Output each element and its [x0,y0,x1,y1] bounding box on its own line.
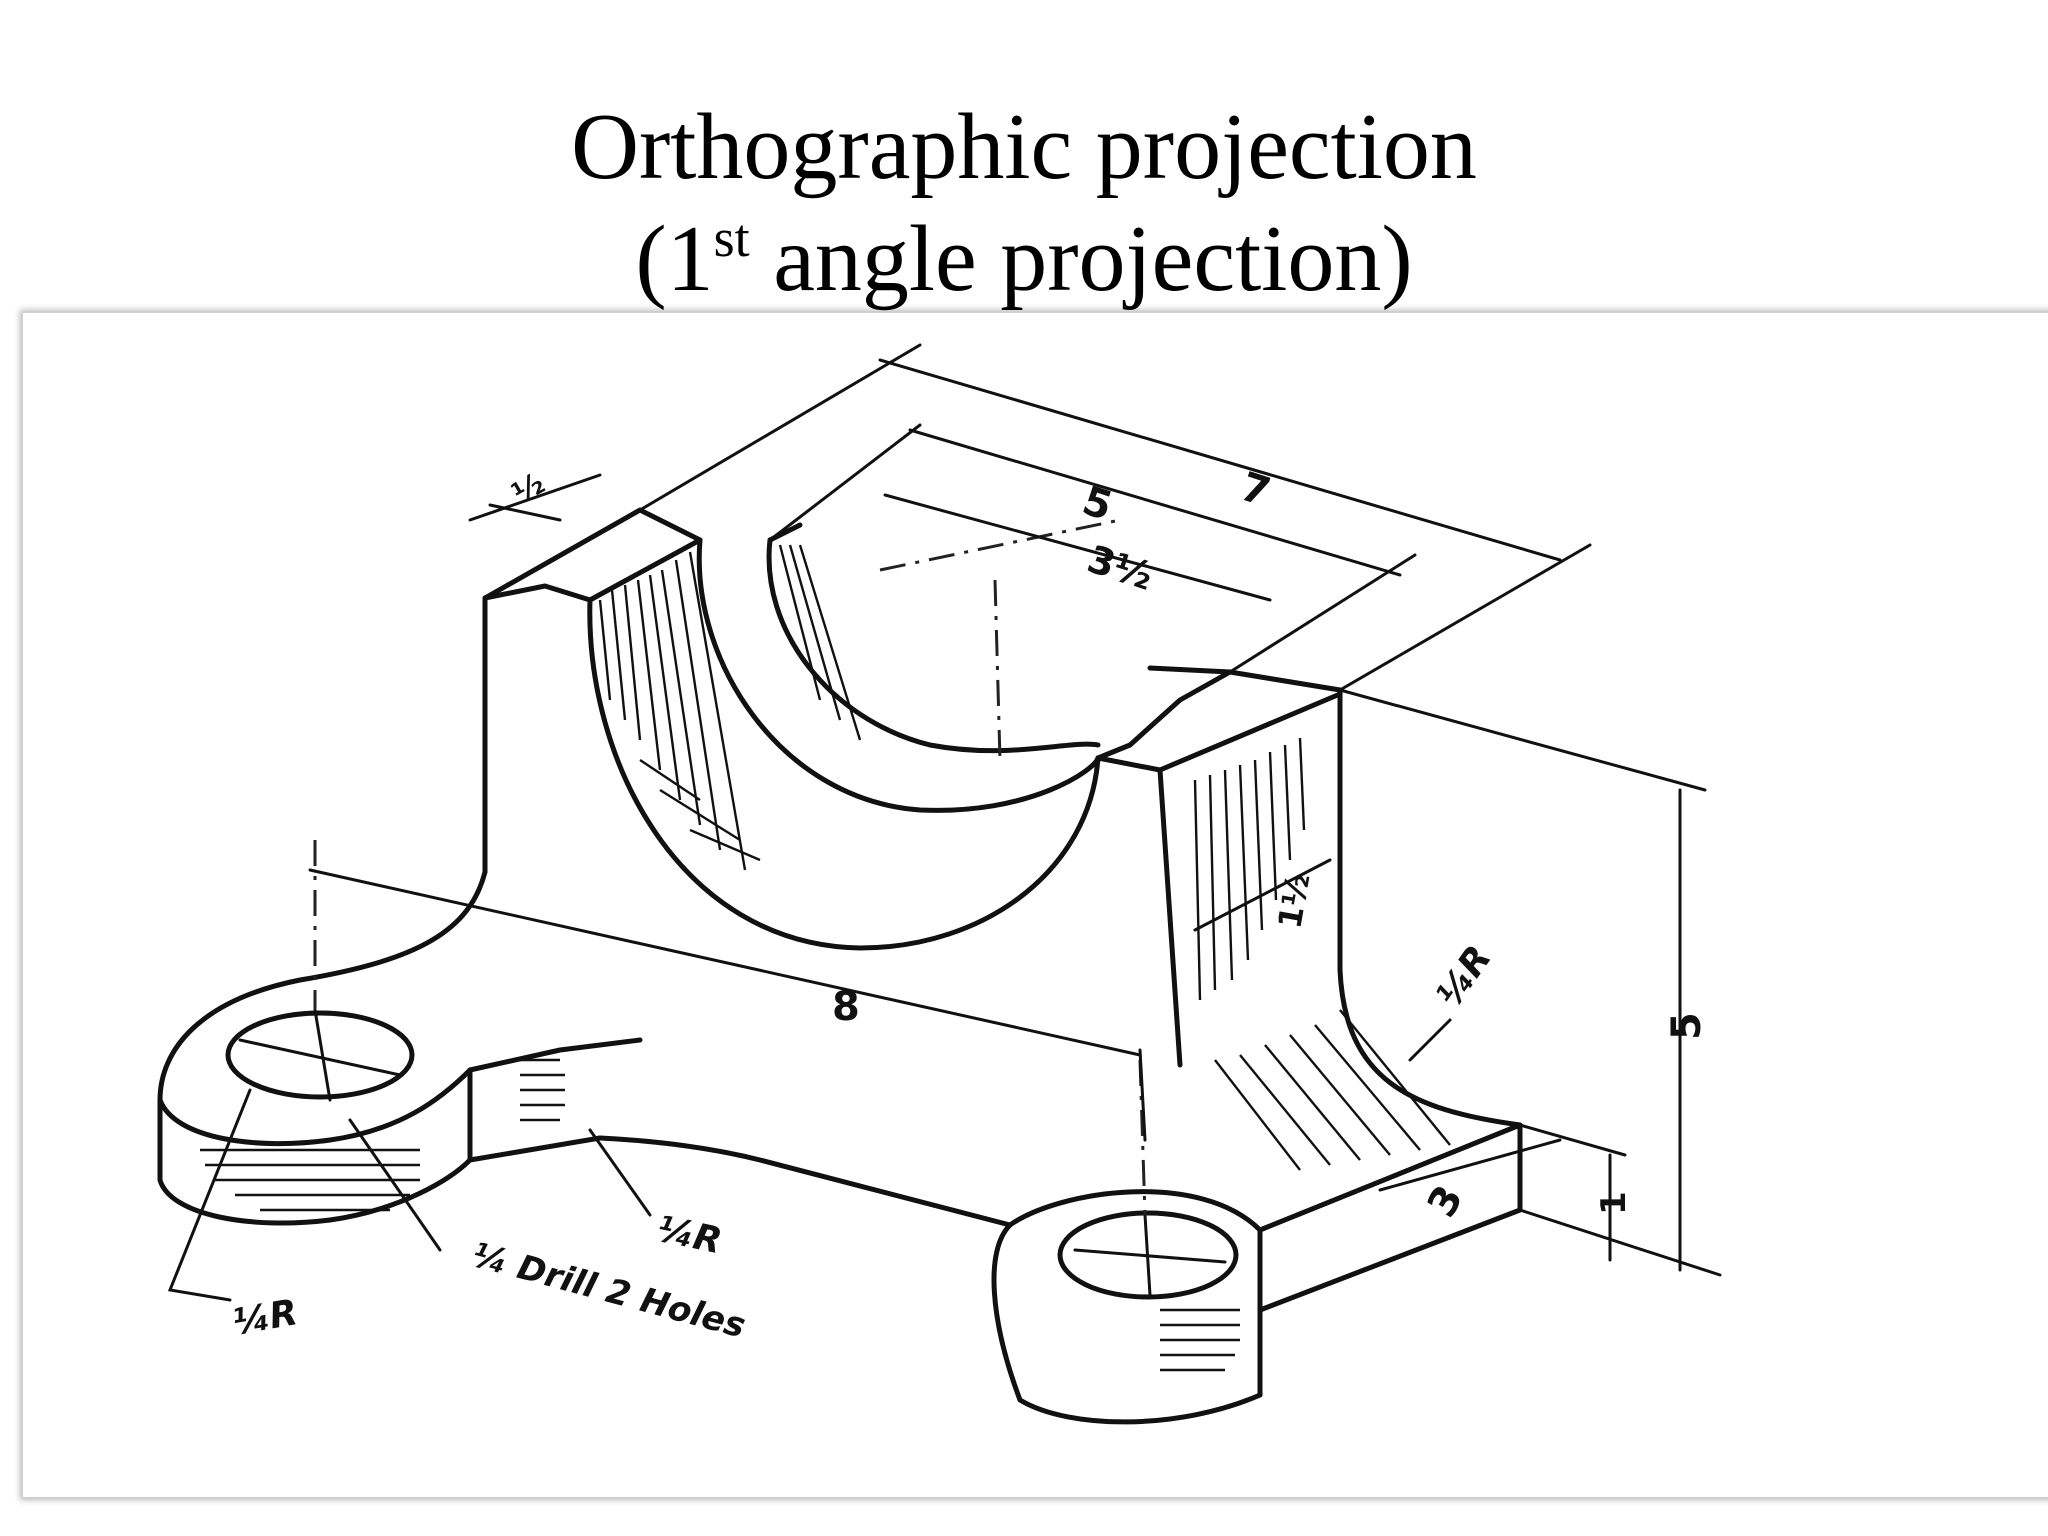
note-fillet-base: ¼R [653,1209,725,1263]
dim-base-thickness: 1 [1594,1191,1634,1215]
subtitle-rest: angle projection) [749,207,1413,311]
dim-base-length: 8 [832,984,860,1030]
note-fillet-right: ¼R [1429,938,1500,1015]
bore-shading [598,544,862,871]
base-plate [157,869,1523,1425]
slide-subtitle: (1st angle projection) [0,211,2048,306]
base-shading [200,1058,1240,1372]
dim-overall-length: 7 [1235,464,1276,516]
dim-bore-dia: 3½ [1082,537,1158,599]
dim-base-width: 3 [1419,1178,1473,1225]
upright-side-shading [1193,737,1451,1171]
dim-upright-thickness: 1½ [1270,870,1317,931]
bore-centreline-v [993,579,1002,761]
note-end-radius: ¼R [229,1292,300,1344]
subtitle-open: (1 [635,207,714,311]
slide-title: Orthographic projection [571,95,1477,199]
dimension-lines [167,343,1722,1302]
drawing-frame [22,312,2048,1498]
bore-centreline-h [879,518,1121,572]
upright-block [482,507,1523,1171]
subtitle-superscript: st [713,208,750,268]
dim-height: 5 [1664,1012,1710,1040]
